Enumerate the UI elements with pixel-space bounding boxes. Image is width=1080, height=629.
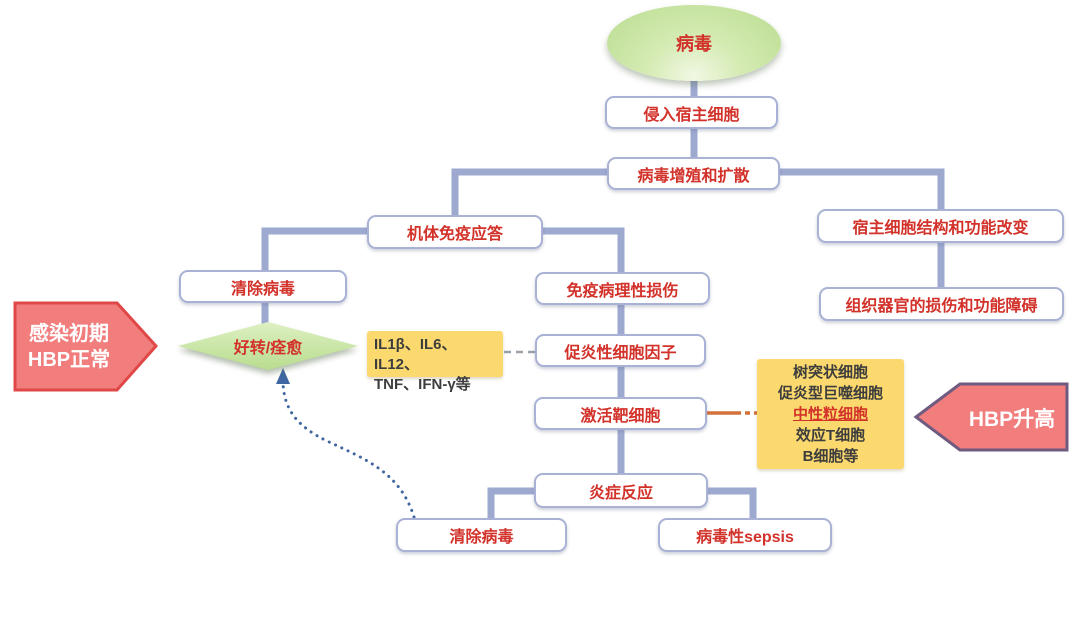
node-virus-label: 病毒 [676,34,712,54]
node-immune-response-label: 机体免疫应答 [406,226,503,243]
node-recovery: 好转/痊愈 [178,322,358,370]
node-clear-virus-late-label: 清除病毒 [449,529,514,546]
node-clear-virus-early-label: 清除病毒 [230,280,295,298]
right-pointing-arrow-shape [13,301,159,392]
node-viral-sepsis-label: 病毒性sepsis [696,529,794,546]
node-inflammatory-response-label: 炎症反应 [588,484,653,502]
cytokine-line-2: TNF、IFN-γ等 [374,376,471,393]
cell-line-neutrophil-highlighted: 中性粒细胞 [792,406,868,423]
node-proinflammatory-cytokines-label: 促炎性细胞因子 [564,344,677,362]
cell-line-macrophage: 促炎型巨噬细胞 [777,385,883,402]
node-invade-host: 侵入宿主细胞 [605,96,778,129]
node-immune-response: 机体免疫应答 [367,215,543,249]
hbp-normal-line-1: 感染初期 [29,322,109,345]
node-immunopathological-damage-label: 免疫病理性损伤 [566,282,679,300]
cell-line-dendritic: 树突状细胞 [792,364,868,381]
node-recovery-label: 好转/痊愈 [233,340,303,357]
node-clear-virus-early: 清除病毒 [179,270,347,303]
hbp-normal-line-2: HBP正常 [27,348,111,371]
node-viral-sepsis: 病毒性sepsis [658,518,832,552]
node-proinflammatory-cytokines: 促炎性细胞因子 [535,334,706,367]
cell-line-b-cell: B细胞等 [802,448,859,465]
node-immunopathological-damage: 免疫病理性损伤 [535,272,710,305]
node-invade-host-label: 侵入宿主细胞 [643,106,740,124]
node-host-cell-alteration: 宿主细胞结构和功能改变 [817,209,1064,243]
left-pointing-arrow-shape [913,382,1069,452]
node-host-cell-alteration-label: 宿主细胞结构和功能改变 [852,220,1029,237]
hbp-normal-tag: 感染初期 HBP正常 [13,300,159,393]
cytokine-list-note: IL1β、IL6、IL12、 TNF、IFN-γ等 [367,331,503,393]
hbp-high-label: HBP升高 [968,407,1056,431]
node-inflammatory-response: 炎症反应 [534,473,708,508]
node-tissue-organ-damage-label: 组织器官的损伤和功能障碍 [845,298,1038,315]
node-clear-virus-late: 清除病毒 [396,518,567,552]
node-proliferation: 病毒增殖和扩散 [607,157,780,190]
node-activate-target-cells-label: 激活靶细胞 [580,407,661,425]
node-virus: 病毒 [607,5,781,81]
recovery-arrowhead [276,368,290,384]
hbp-high-tag: HBP升高 [913,382,1070,453]
cytokine-line-1: IL1β、IL6、IL12、 [374,336,457,373]
cell-line-effector-t: 效应T细胞 [795,427,866,444]
target-cell-list-note: 树突状细胞 促炎型巨噬细胞 中性粒细胞 效应T细胞 B细胞等 [757,359,904,469]
node-tissue-organ-damage: 组织器官的损伤和功能障碍 [819,287,1064,321]
node-activate-target-cells: 激活靶细胞 [534,397,707,430]
node-proliferation-label: 病毒增殖和扩散 [637,167,750,185]
recovery-dotted-curve [281,381,416,519]
